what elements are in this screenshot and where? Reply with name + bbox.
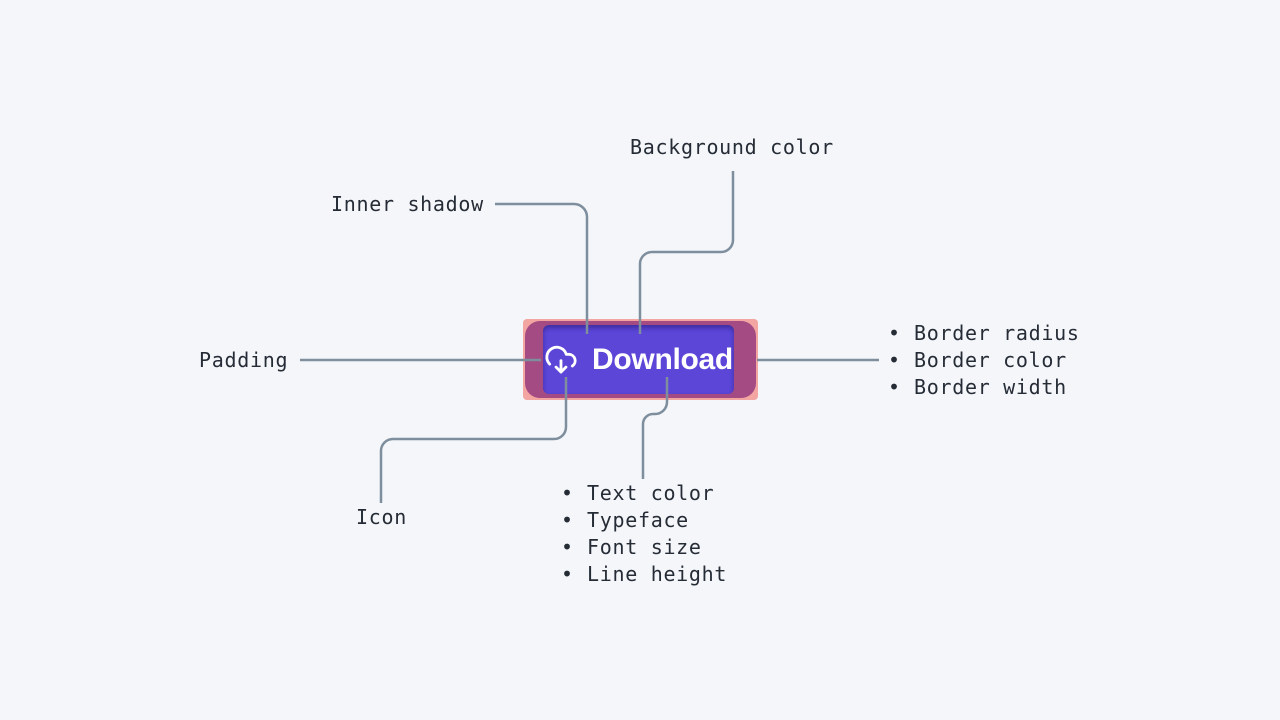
- icon-label: Icon: [356, 505, 407, 529]
- connector-inner-shadow: [495, 202, 589, 334]
- cloud-download-icon: [545, 345, 577, 373]
- typeface-label: Typeface: [587, 508, 689, 532]
- list-item: • Typeface: [561, 507, 727, 534]
- text-properties-list: • Text color • Typeface • Font size • Li…: [561, 480, 727, 588]
- list-item: • Border width: [888, 374, 1080, 401]
- line-height-label: Line height: [587, 562, 728, 586]
- padding-label: Padding: [199, 348, 289, 372]
- bullet-glyph: •: [561, 535, 574, 559]
- inner-shadow-label: Inner shadow: [331, 192, 484, 216]
- list-item: • Text color: [561, 480, 727, 507]
- list-item: • Border radius: [888, 320, 1080, 347]
- bullet-glyph: •: [888, 321, 901, 345]
- border-radius-label: Border radius: [914, 321, 1080, 345]
- connector-background-color: [638, 171, 735, 334]
- bullet-glyph: •: [888, 375, 901, 399]
- download-button-label: Download: [592, 342, 733, 376]
- text-color-label: Text color: [587, 481, 715, 505]
- bullet-glyph: •: [888, 348, 901, 372]
- border-color-label: Border color: [914, 348, 1067, 372]
- background-color-label: Background color: [630, 135, 834, 159]
- font-size-label: Font size: [587, 535, 702, 559]
- download-button[interactable]: Download: [543, 325, 734, 394]
- border-properties-list: • Border radius • Border color • Border …: [888, 320, 1080, 401]
- bullet-glyph: •: [561, 481, 574, 505]
- bullet-glyph: •: [561, 562, 574, 586]
- border-width-label: Border width: [914, 375, 1067, 399]
- bullet-glyph: •: [561, 508, 574, 532]
- list-item: • Font size: [561, 534, 727, 561]
- list-item: • Border color: [888, 347, 1080, 374]
- list-item: • Line height: [561, 561, 727, 588]
